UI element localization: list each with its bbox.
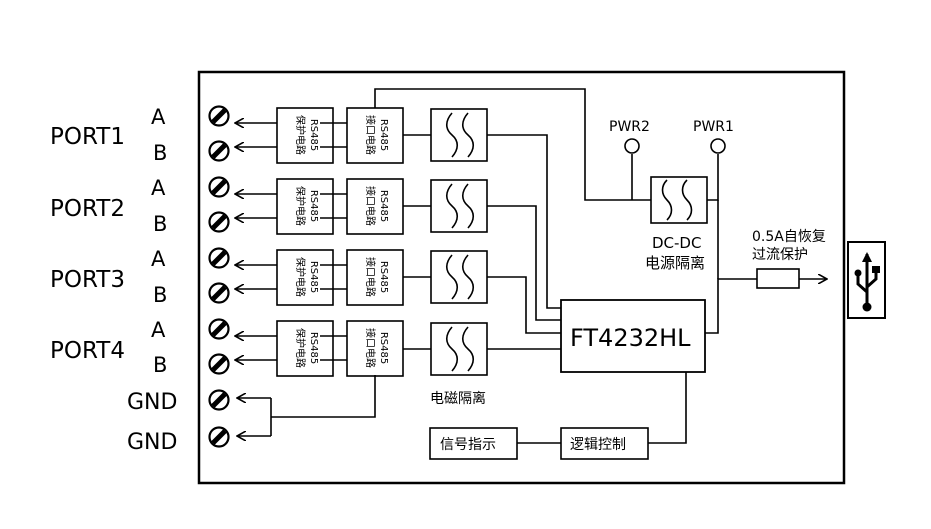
port2-b-label: B xyxy=(153,212,167,236)
terminal-screw-icon xyxy=(208,282,230,304)
rs485-iface-box xyxy=(346,320,404,377)
pwr2-test-point xyxy=(624,138,640,154)
rs485-iface-sub-label: 接口电路 xyxy=(364,328,377,368)
terminal-screw-icon xyxy=(208,353,230,375)
em-isolator xyxy=(430,179,488,233)
rs485-iface-box xyxy=(346,178,404,235)
gnd2-label: GND xyxy=(127,430,177,455)
pwr1-test-point xyxy=(710,138,726,154)
rs485-protect-box xyxy=(276,107,334,164)
em-isolator xyxy=(430,108,488,162)
fuse-label: 0.5A自恢复 xyxy=(752,228,826,245)
logic-control-box xyxy=(560,427,649,460)
rs485-iface-sub-label: 接口电路 xyxy=(364,186,377,226)
wiring xyxy=(238,88,826,444)
rs485-iface-label: RS485 xyxy=(378,261,389,293)
rs485-iface-label: RS485 xyxy=(378,119,389,151)
port1-label: PORT1 xyxy=(50,124,125,150)
terminal-screw-icon xyxy=(208,140,230,162)
port3-a-label: A xyxy=(151,247,166,271)
fuse-sub-label: 过流保护 xyxy=(752,247,808,263)
rs485-protect-label: RS485 xyxy=(308,261,319,293)
pwr2-label: PWR2 xyxy=(609,119,650,135)
em-isolator xyxy=(430,250,488,304)
terminal-screw-icon xyxy=(208,211,230,233)
fuse-resettable xyxy=(756,268,800,289)
rs485-protect-sub-label: 保护电路 xyxy=(294,328,307,368)
dcdc-isolator xyxy=(650,176,708,224)
em-isolator xyxy=(430,322,488,376)
terminal-screw-icon xyxy=(208,105,230,127)
rs485-protect-box xyxy=(276,178,334,235)
dcdc-sub-label: 电源隔离 xyxy=(645,254,705,272)
signal-indicator-box xyxy=(429,427,518,460)
chip-label: FT4232HL xyxy=(570,324,691,352)
rs485-protect-label: RS485 xyxy=(308,119,319,151)
device-enclosure xyxy=(197,70,846,485)
terminal-screw-icon xyxy=(208,389,230,411)
rs485-iface-label: RS485 xyxy=(378,190,389,222)
gnd1-label: GND xyxy=(127,390,177,415)
rs485-iface-label: RS485 xyxy=(378,332,389,364)
ft4232hl-chip xyxy=(560,299,706,373)
rs485-iface-sub-label: 接口电路 xyxy=(364,257,377,297)
usb-icon xyxy=(854,252,880,312)
dcdc-label: DC-DC xyxy=(652,234,701,252)
rs485-iface-sub-label: 接口电路 xyxy=(364,115,377,155)
rs485-protect-label: RS485 xyxy=(308,332,319,364)
port1-b-label: B xyxy=(153,141,167,165)
terminal-screw-icon xyxy=(208,318,230,340)
signal-indicator-label: 信号指示 xyxy=(440,437,496,453)
em-isolation-label: 电磁隔离 xyxy=(430,390,486,407)
rs485-protect-box xyxy=(276,320,334,377)
port2-label: PORT2 xyxy=(50,196,125,222)
pwr1-label: PWR1 xyxy=(693,119,734,135)
port4-a-label: A xyxy=(151,318,166,342)
port3-label: PORT3 xyxy=(50,267,125,293)
logic-control-label: 逻辑控制 xyxy=(570,437,626,453)
port2-a-label: A xyxy=(151,176,166,200)
rs485-protect-box xyxy=(276,249,334,306)
terminal-screw-icon xyxy=(208,247,230,269)
rs485-protect-sub-label: 保护电路 xyxy=(294,115,307,155)
rs485-protect-sub-label: 保护电路 xyxy=(294,257,307,297)
port4-b-label: B xyxy=(153,353,167,377)
terminal-screw-icon xyxy=(208,176,230,198)
terminal-screw-icon xyxy=(208,426,230,448)
port3-b-label: B xyxy=(153,283,167,307)
rs485-protect-sub-label: 保护电路 xyxy=(294,186,307,226)
port1-a-label: A xyxy=(151,105,166,129)
port4-label: PORT4 xyxy=(50,338,125,364)
rs485-protect-label: RS485 xyxy=(308,190,319,222)
